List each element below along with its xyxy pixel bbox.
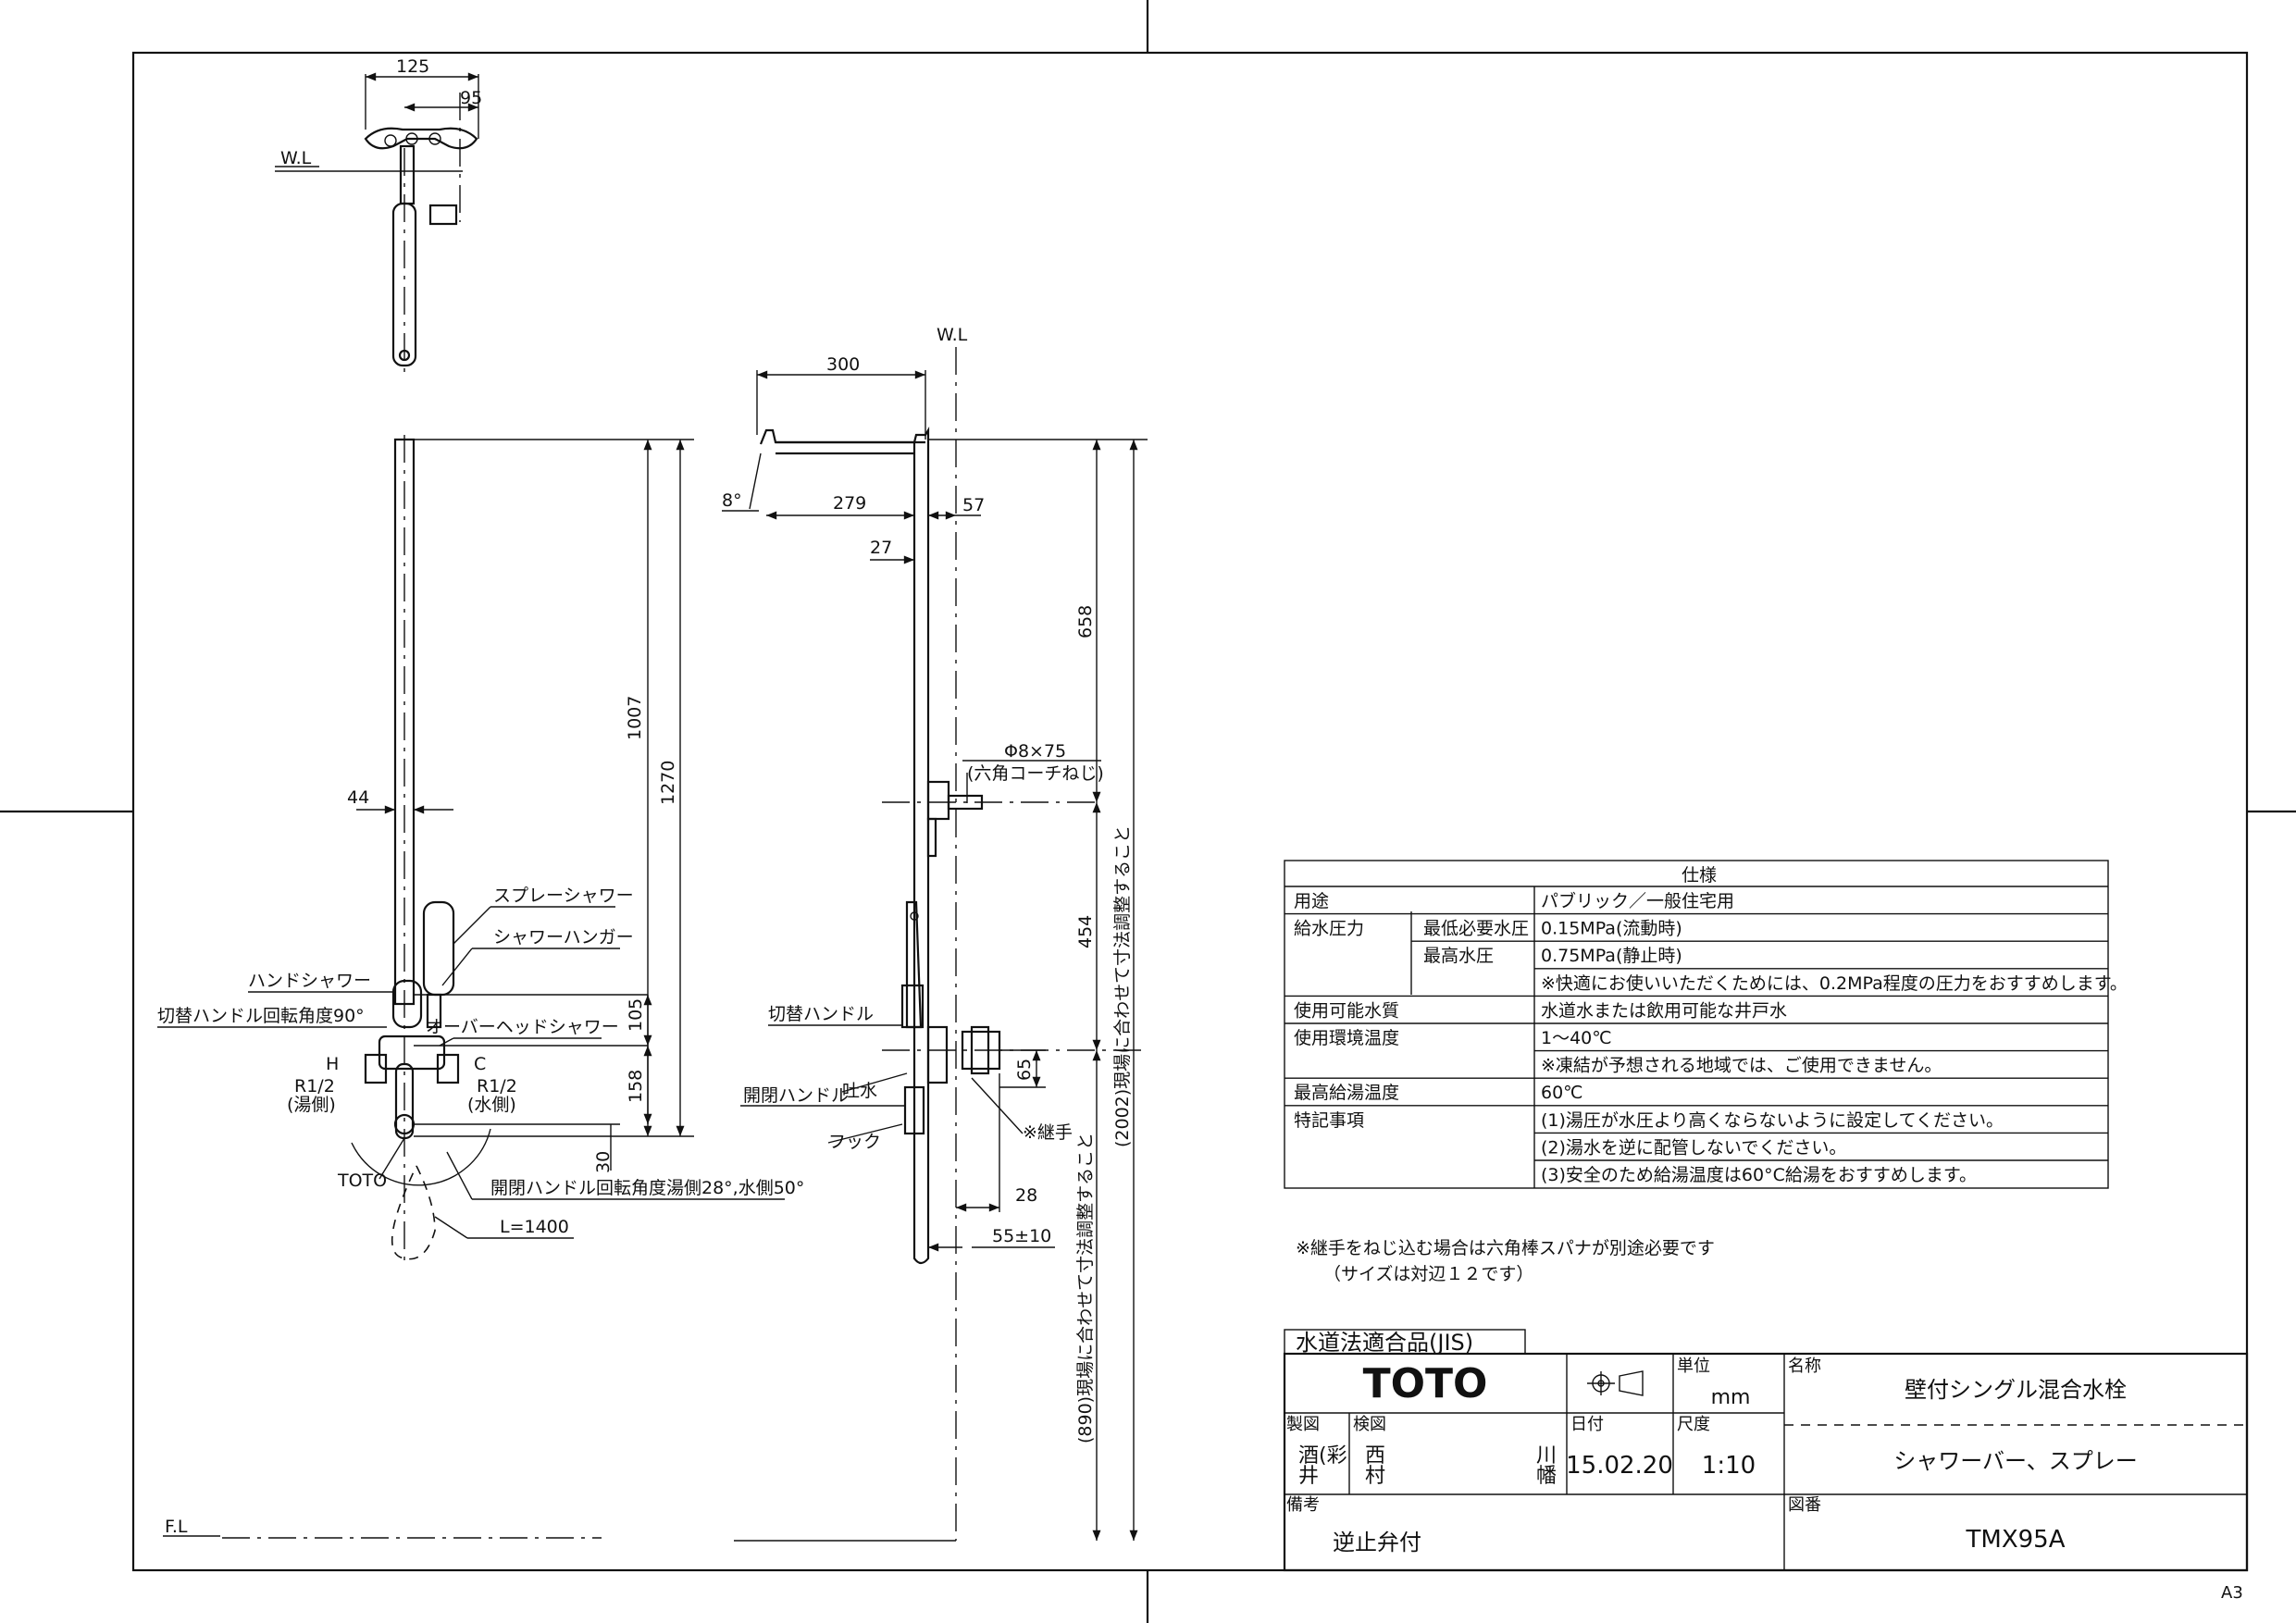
dim-158: 158 [626,1070,646,1103]
label-cold-side: (水側) [467,1095,516,1115]
label-c: C [474,1054,486,1074]
date-label: 日付 [1570,1415,1604,1434]
wl-label-top: W.L [280,148,312,168]
scale-value: 1:10 [1702,1452,1756,1480]
dim-55: 55±10 [992,1226,1051,1246]
dim-279: 279 [833,493,866,514]
dim-8deg: 8° [722,490,742,511]
label-toto-mark: TOTO [337,1171,387,1191]
label-r12-cold: R1/2 [477,1076,517,1096]
dim-28: 28 [1015,1185,1037,1206]
dim-27: 27 [870,538,892,558]
sheet-size: A3 [2221,1583,2243,1603]
spec-row-value: (1)湯圧が水圧より高くならないように設定してください。 [1541,1110,2004,1131]
spec-row-label: 最高給湯温度 [1294,1083,1399,1103]
label-joint: ※継手 [1023,1122,1073,1143]
toto-logo: TOTO [1363,1360,1488,1407]
dim-30: 30 [593,1151,614,1173]
date-value: 15.02.20 [1566,1452,1673,1480]
dwgno-value: TMX95A [1966,1526,2066,1554]
dim-890-note: (890)現場に合わせて寸法調整すること [1075,1133,1096,1443]
dim-454: 454 [1075,915,1096,948]
label-open-handle: 開閉ハンドル [743,1085,849,1106]
label-spout: 吐水 [842,1081,877,1101]
dim-125: 125 [396,56,429,77]
spec-row-sublabel: 最低必要水圧 [1423,919,1529,939]
drawn-value-1: 酒(彩 [1298,1444,1347,1468]
label-bolt: Φ8×75 [1004,741,1066,762]
spec-row-value: 水道水または飲用可能な井戸水 [1541,1000,1787,1021]
label-hand-shower: ハンドシャワー [248,971,371,991]
title-block: 水道法適合品(JIS) TOTO 単位 mm 名称 壁付シングル混合水栓 製図 … [1283,1329,2249,1603]
spec-row-sublabel: 最高水圧 [1423,946,1494,966]
label-shower-hanger: シャワーハンガー [493,927,634,948]
note-block: ※継手をねじ込む場合は六角棒スパナが別途必要です （サイズは対辺１２です） [1296,1238,1715,1284]
note-line-1: ※継手をねじ込む場合は六角棒スパナが別途必要です [1296,1238,1715,1258]
label-hot-side: (湯側) [287,1095,336,1115]
spec-row-label: 特記事項 [1294,1110,1364,1131]
remarks-value: 逆止弁付 [1333,1530,1421,1555]
dim-300: 300 [826,354,860,375]
wl-label-side: W.L [937,325,968,345]
checked-value-2: 村 [1365,1465,1385,1488]
spec-row-value: 60℃ [1541,1083,1583,1103]
spec-row-value: パブリック／一般住宅用 [1541,890,1734,911]
dwgno-label: 図番 [1788,1495,1821,1515]
spec-row-value: ※凍結が予想される地域では、ご使用できません。 [1541,1056,1942,1076]
spec-row-label: 使用環境温度 [1294,1028,1399,1048]
spec-row-value: 1～40℃ [1541,1028,1612,1048]
label-bolt-note: (六角コーチねじ) [967,763,1104,784]
spec-title: 仕様 [1682,865,1717,886]
front-view: 1007 1270 44 105 158 30 スプレーシャワー シャワーハンガ… [157,435,804,1539]
side-view: W.L 300 8° 279 57 27 Φ8×75 (六角コーチねじ) 658… [722,325,1148,1542]
dim-1007: 1007 [625,696,645,740]
checked-value-1: 西 [1365,1444,1385,1468]
label-h: H [326,1054,339,1074]
label-switch-angle: 切替ハンドル回転角度90° [157,1006,365,1026]
note-line-2: （サイズは対辺１２です） [1323,1264,1533,1284]
label-open-angle: 開閉ハンドル回転角度湯側28°,水側50° [490,1178,804,1198]
fl-label: F.L [165,1517,188,1537]
spec-row-value: (2)湯水を逆に配管しないでください。 [1541,1137,1846,1158]
approved-value-1: 川 [1536,1444,1557,1468]
jis-label: 水道法適合品(JIS) [1296,1330,1473,1356]
scale-label: 尺度 [1677,1415,1710,1434]
checked-label: 検図 [1353,1415,1386,1434]
remarks-label: 備考 [1286,1495,1320,1515]
approved-value-2: 幡 [1536,1465,1557,1488]
spec-row-value: (3)安全のため給湯温度は60°C給湯をおすすめします。 [1541,1165,1977,1185]
subname-value: シャワーバー、スプレー [1893,1448,2138,1474]
dim-57: 57 [962,495,985,515]
dim-1270: 1270 [658,761,678,805]
label-hook: フック [828,1132,881,1152]
dim-658: 658 [1075,605,1096,638]
label-r12-hot: R1/2 [294,1076,335,1096]
projection-symbol [1587,1370,1644,1396]
label-hose-length: L=1400 [500,1217,569,1237]
label-overhead-shower: オーバーヘッドシャワー [426,1017,619,1037]
spec-row-label: 使用可能水質 [1294,1000,1399,1021]
unit-label: 単位 [1677,1357,1710,1376]
top-view: W.L 125 95 [275,56,482,379]
label-spray-shower: スプレーシャワー [493,886,634,906]
spec-row-label: 用途 [1294,891,1329,911]
unit-value: mm [1711,1386,1751,1409]
drawn-label: 製図 [1286,1415,1320,1434]
spec-row-value: ※快適にお使いいただくためには、0.2MPa程度の圧力をおすすめします。 [1541,973,2128,994]
dim-65: 65 [1014,1059,1035,1081]
spec-row-label: 給水圧力 [1294,919,1364,939]
dim-2002-note: (2002)現場に合わせて寸法調整すること [1112,825,1133,1147]
drawn-value-2: 井 [1298,1465,1319,1488]
name-value: 壁付シングル混合水栓 [1905,1377,2127,1403]
spec-row-value: 0.75MPa(静止時) [1541,946,1682,966]
drawing-frame [131,51,2249,1572]
dim-95: 95 [460,88,482,108]
dim-44: 44 [347,787,369,808]
name-label: 名称 [1788,1357,1821,1376]
spec-row-value: 0.15MPa(流動時) [1541,919,1682,939]
dim-105: 105 [626,998,646,1032]
label-switch-handle: 切替ハンドル [768,1004,874,1024]
